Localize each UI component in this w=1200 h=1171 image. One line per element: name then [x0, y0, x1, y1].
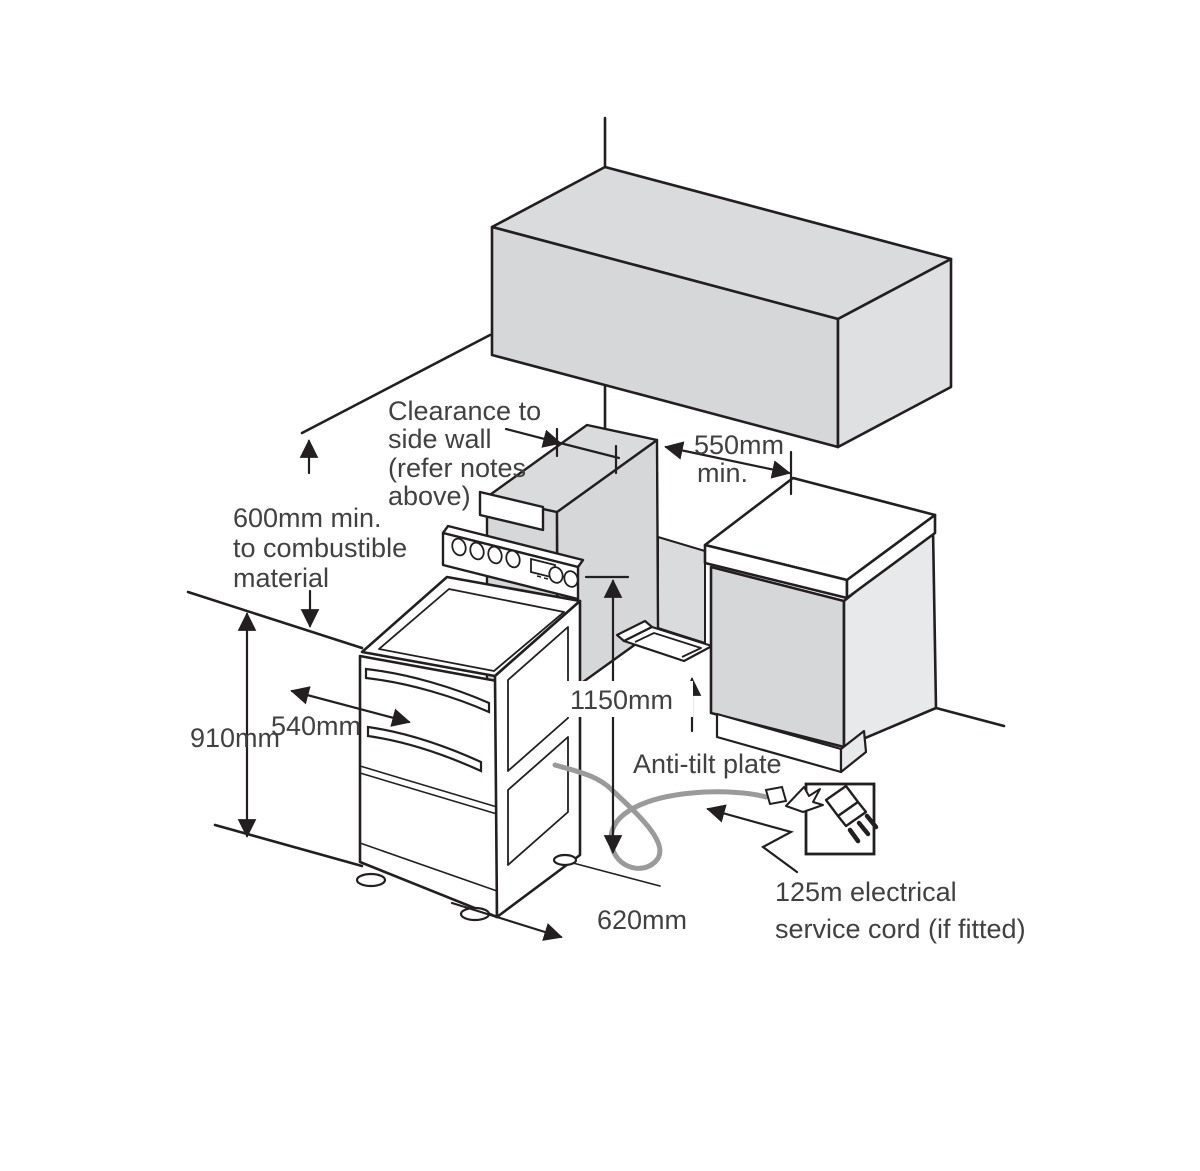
control-knobs — [451, 537, 579, 588]
plug-pins — [847, 813, 879, 844]
room-walls — [186, 116, 706, 868]
cooker-foot — [552, 853, 578, 867]
clearance-extension-line — [558, 441, 621, 460]
dim-line-550 — [664, 441, 791, 479]
cooktop-height-910-label: 910mm — [190, 723, 280, 753]
clearance-side-wall-note-line4: above) — [388, 481, 471, 511]
anti-tilt-plate-inner-edge — [634, 632, 702, 658]
left-wall-cooktop-level-line — [186, 590, 364, 650]
cooker-depth-620-label: 620mm — [597, 905, 687, 935]
label-backplate — [566, 681, 693, 717]
side-clearance-550-label: 550mm — [694, 430, 784, 460]
cord-leader-arrow — [706, 804, 799, 874]
power-plug-icon — [785, 782, 879, 856]
dim-line-540 — [290, 686, 411, 727]
door-seam-lines — [359, 765, 498, 815]
clearance-side-wall-note-line3: (refer notes — [388, 453, 526, 483]
cord-connector — [764, 785, 788, 806]
wall-cabinet-side-face — [836, 257, 953, 449]
dim-line-620 — [450, 901, 563, 941]
clearance-leader-arrow — [504, 427, 562, 448]
cooktop-depth-540-label: 540mm — [271, 711, 361, 741]
grill-door-handle — [366, 725, 483, 773]
cooker-side-face — [493, 599, 582, 919]
left-wall-cabinet-level-line — [300, 333, 492, 435]
cooktop-glass-outline — [378, 588, 565, 672]
side-panel-inset-lower — [507, 736, 569, 866]
clearance-tick-marks — [555, 427, 618, 475]
control-knob — [505, 549, 521, 569]
floor-line-right — [934, 706, 1006, 728]
text-labels: Clearance to side wall (refer notes abov… — [190, 396, 1026, 944]
clearance-side-wall-note: Clearance to — [388, 396, 541, 426]
combustible-clearance-600-label: 600mm min. — [233, 503, 382, 533]
control-knob — [563, 570, 579, 588]
cooker-foot — [355, 872, 387, 888]
clearance-side-wall-note-line2: side wall — [388, 424, 492, 454]
control-knob — [451, 537, 467, 557]
power-cord — [552, 762, 788, 871]
left-wall-floor-line — [213, 823, 364, 868]
wall-cabinet — [490, 165, 953, 449]
service-cord-note: 125m electrical — [775, 877, 957, 907]
side-clearance-550-label-line2: min. — [697, 458, 748, 488]
freestanding-cooker — [355, 524, 585, 922]
floor-line-under-1150 — [572, 862, 661, 887]
control-knob — [548, 566, 564, 584]
bench-cabinet — [703, 476, 1006, 774]
back-wall-corner-shading — [657, 535, 706, 645]
cooker-kick-line — [359, 842, 498, 892]
benchtop-side-edge — [845, 513, 937, 600]
combustible-clearance-600-label-line2: to combustible — [233, 533, 407, 563]
service-cord-note-line2: service cord (if fitted) — [775, 914, 1026, 944]
control-knob — [469, 541, 485, 561]
oven-door-handle — [364, 667, 491, 714]
bench-kickboard-side — [839, 729, 868, 774]
left-benchtop-end-cap — [478, 490, 545, 532]
combustible-clearance-600-label-line3: material — [233, 563, 329, 593]
anti-tilt-plate-label: Anti-tilt plate — [633, 749, 782, 779]
annotations: Clearance to side wall (refer notes abov… — [190, 396, 1026, 944]
side-panel-inset-upper — [507, 626, 569, 772]
plug-collar — [836, 800, 868, 828]
hood-height-1150-label: 1150mm — [570, 685, 673, 715]
control-knob — [487, 545, 503, 565]
spark-icon — [785, 786, 824, 813]
